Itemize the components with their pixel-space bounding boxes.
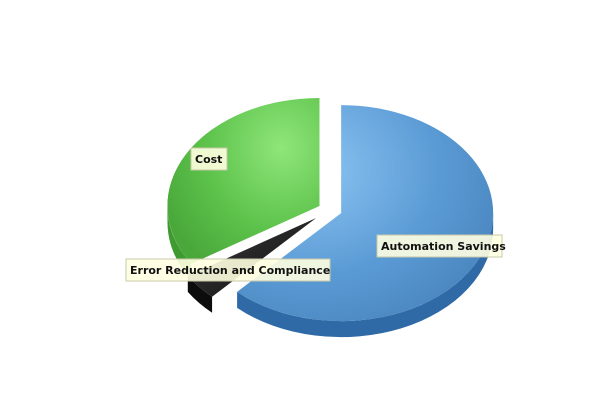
slice-cost-label: Cost <box>190 147 228 171</box>
slice-error-reduction-and-compliance-label-text: Error Reduction and Compliance <box>130 264 330 277</box>
slice-error-reduction-and-compliance-label: Error Reduction and Compliance <box>125 258 331 282</box>
slice-automation-savings-side <box>237 213 494 338</box>
slice-cost-label-text: Cost <box>195 153 222 166</box>
slice-error-reduction-and-compliance-side <box>187 275 213 313</box>
slice-automation-savings-label-text: Automation Savings <box>381 240 506 253</box>
slice-cost <box>167 97 320 264</box>
slice-automation-savings-label: Automation Savings <box>376 234 506 258</box>
